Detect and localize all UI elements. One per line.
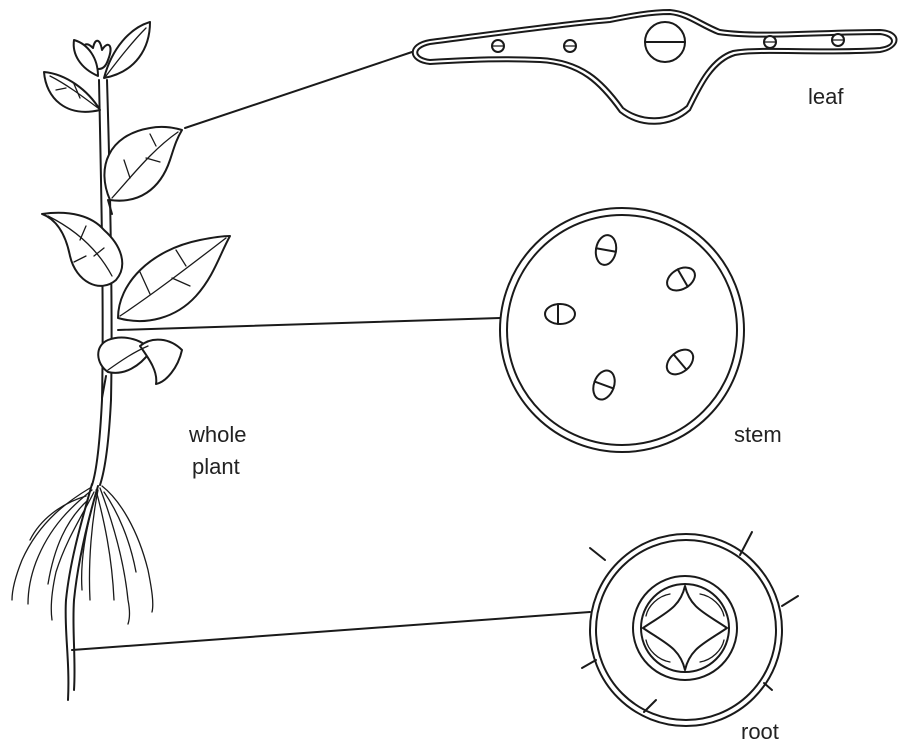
stem-bundle-top xyxy=(594,233,619,266)
stem-bundle-bottom xyxy=(589,367,618,402)
stem-connector-line xyxy=(118,318,500,330)
leaf-small-vein-3 xyxy=(764,36,776,48)
leaf-midrib-vein xyxy=(645,22,685,62)
leaf-connector-line xyxy=(185,52,412,128)
leaf-small-vein-2 xyxy=(564,40,576,52)
lower-leaf-left xyxy=(98,338,150,373)
stem-bundle-lower-right xyxy=(662,345,698,380)
root-cross-section xyxy=(582,532,798,726)
root-label: root xyxy=(741,719,779,744)
leaf-small-vein-1 xyxy=(492,40,504,52)
stem-bundle-left xyxy=(545,304,575,324)
root-system xyxy=(12,484,153,700)
leaf-label: leaf xyxy=(808,84,844,109)
stem-label: stem xyxy=(734,422,782,447)
leaf-small-vein-4 xyxy=(832,34,844,46)
whole-plant-label-line2: plant xyxy=(192,454,240,479)
stem-cross-section xyxy=(500,208,744,452)
root-xylem-star xyxy=(643,586,727,670)
stem-bundle-upper-right xyxy=(663,263,699,295)
whole-plant-label-line1: whole xyxy=(188,422,246,447)
root-connector-line xyxy=(72,612,590,650)
